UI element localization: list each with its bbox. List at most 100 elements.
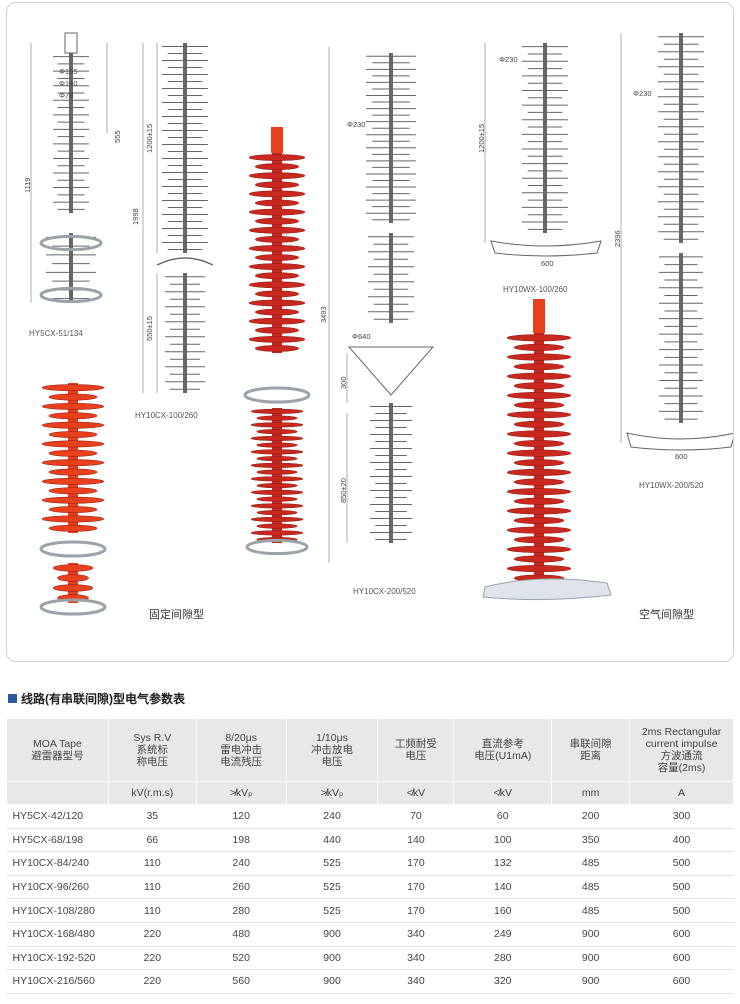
terminal-cap — [64, 32, 78, 54]
orange-arrester-shed — [48, 506, 98, 513]
orange-arrester-lower-shed — [52, 564, 94, 572]
orange-arrester-shed — [41, 478, 105, 485]
red-arrester-shed — [248, 317, 306, 325]
red-air-arrester-shed — [513, 401, 565, 409]
red-air-arrester-shed — [506, 488, 572, 496]
header-line: 系统标 — [136, 744, 169, 756]
header-line: 雷电冲击 — [220, 744, 263, 756]
orange-arrester-shed — [48, 431, 98, 438]
dim-w600-b: 600 — [675, 452, 688, 461]
header-line: 电压 — [321, 756, 343, 768]
red-air-arrester-shed — [513, 516, 565, 525]
value-cell: 160 — [453, 898, 552, 923]
red-air-arrester-shed — [506, 468, 572, 476]
label-hy5cx: HY5CX-51/134 — [29, 329, 83, 338]
red-air-arrester-shed — [513, 555, 565, 563]
header-line: 容量(2ms) — [657, 762, 706, 774]
value-cell: 525 — [286, 851, 378, 876]
category-air-gap: 空气间隙型 — [639, 609, 694, 621]
header-line: 直流参考 — [481, 738, 524, 750]
dim-d230-a: Φ230 — [347, 120, 366, 129]
dim-d230-c: Φ230 — [633, 89, 652, 98]
red-arrester-shed — [248, 263, 306, 270]
unit-cell — [6, 781, 109, 805]
unit-cell: ≯kVₚ — [195, 781, 287, 805]
value-cell: 485 — [551, 851, 630, 876]
red-arrester-shed — [254, 254, 300, 261]
red-arrester-lower-shed — [256, 523, 298, 529]
red-air-arrester-shed — [506, 545, 572, 553]
value-cell: 132 — [453, 851, 552, 876]
red-air-arrester-shed — [513, 363, 565, 371]
dim-w600-a: 600 — [541, 259, 554, 268]
red-arrester-shed — [254, 163, 300, 170]
unit-cell: mm — [551, 781, 631, 805]
red-arrester-lower-shed — [256, 415, 298, 421]
header-line: 称电压 — [136, 756, 169, 768]
grading-ring — [245, 538, 309, 556]
header-line: 电流残压 — [220, 756, 263, 768]
red-arrester-shed — [254, 326, 300, 334]
product-figure-panel: HY5CX-51/134 HY10CX-100/260 HY10CX-200/5… — [6, 2, 734, 662]
orange-arrester-lower-core — [68, 563, 78, 603]
unit-cell: A — [629, 781, 734, 805]
header-line: current impulse — [645, 738, 718, 750]
value-cell: 170 — [377, 898, 454, 923]
value-cell: 110 — [108, 851, 197, 876]
orange-arrester-shed — [48, 449, 98, 457]
header-line: 2ms Rectangular — [641, 726, 722, 738]
red-arrester-shed — [248, 336, 306, 343]
red-air-arrester-top — [533, 299, 545, 333]
red-arrester-shed — [254, 236, 300, 243]
dim-h300: 300 — [339, 376, 348, 389]
red-air-arrester-shed — [506, 430, 572, 438]
header-line: 工频耐受 — [394, 738, 437, 750]
header-cell: 串联间隙距离 — [551, 718, 631, 782]
gap-electrode — [156, 257, 214, 266]
value-cell: 170 — [377, 875, 454, 900]
dim-h1200: 1200±15 — [145, 123, 154, 153]
value-cell: 200 — [551, 804, 630, 829]
red-arrester-shed — [254, 199, 300, 207]
value-cell: 600 — [629, 922, 734, 947]
value-cell: 60 — [453, 804, 552, 829]
header-line: 冲击放电 — [311, 744, 354, 756]
value-cell: 500 — [629, 898, 734, 923]
red-arrester-lower-shed — [250, 476, 304, 482]
value-cell: 340 — [377, 946, 454, 971]
value-cell: 70 — [377, 804, 454, 829]
value-cell: 350 — [551, 828, 630, 853]
red-arrester-core — [272, 153, 282, 353]
dim-h3493: 3493 — [319, 306, 328, 323]
header-line: 串联间隙 — [569, 738, 612, 750]
value-cell: 485 — [551, 898, 630, 923]
section-title: 线路(有串联间隙)型电气参数表 — [8, 690, 185, 707]
value-cell: 440 — [286, 828, 378, 853]
value-cell: 900 — [551, 946, 630, 971]
label-hy10wx-100: HY10WX-100/260 — [503, 285, 568, 294]
air-gap-electrode — [490, 240, 602, 257]
red-air-arrester-shed — [513, 382, 565, 390]
red-arrester-lower-shed — [256, 483, 298, 489]
red-arrester-shed — [248, 154, 306, 161]
gap-frame — [347, 346, 435, 396]
value-cell: 900 — [551, 969, 630, 994]
value-cell: 500 — [629, 851, 734, 876]
red-arrester-shed — [248, 281, 306, 289]
value-cell: 340 — [377, 922, 454, 947]
red-arrester-shed — [248, 208, 306, 216]
value-cell: 280 — [196, 898, 287, 923]
red-arrester-lower-shed — [250, 449, 304, 455]
red-arrester-lower-shed — [250, 530, 304, 536]
red-arrester-shed — [254, 181, 300, 189]
value-cell: 340 — [377, 969, 454, 994]
red-arrester-shed — [254, 272, 300, 280]
red-air-arrester-shed — [506, 507, 572, 515]
